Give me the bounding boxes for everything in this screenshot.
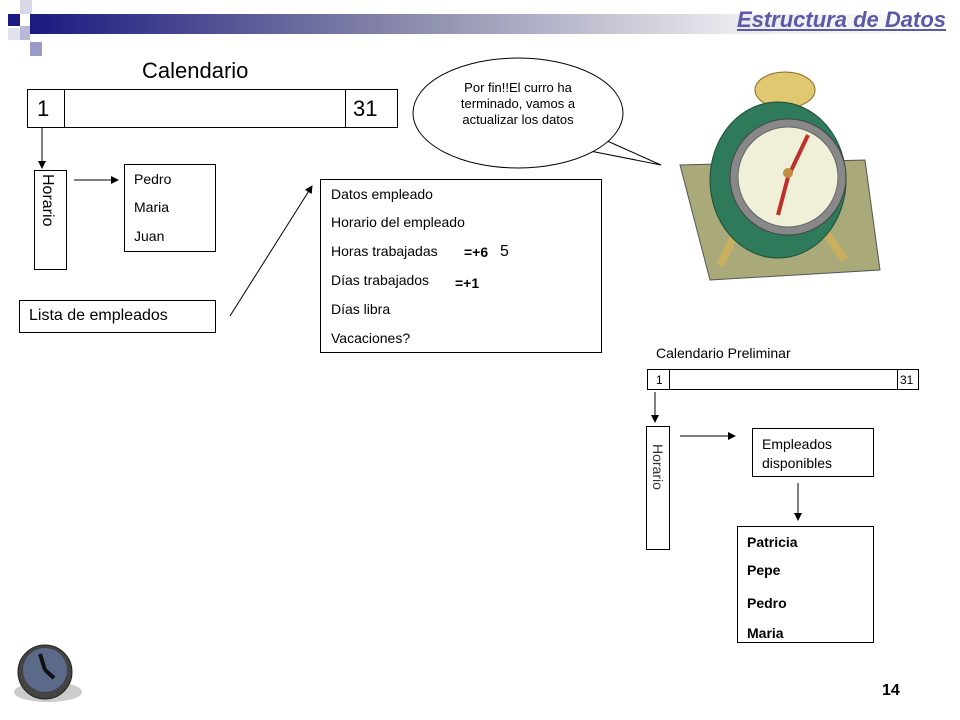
horario-box (34, 170, 67, 270)
datos-item: Días trabajados (331, 272, 430, 288)
names-box (124, 164, 216, 252)
arrow (229, 185, 313, 317)
page-title: Estructura de Datos (736, 7, 946, 32)
lista-empleados-label: Lista de empleados (29, 307, 168, 324)
preliminar-horario-label: Horario (650, 444, 666, 490)
header-square (8, 28, 20, 40)
name-item: Juan (134, 228, 165, 244)
dias-op: =+1 (455, 275, 480, 291)
speech-bubble (412, 57, 662, 169)
datos-box (320, 179, 602, 353)
horario-label: Horario (39, 174, 56, 227)
header-square (20, 26, 30, 40)
employee-item: Pedro (747, 595, 787, 611)
datos-item: Horario del empleado (331, 214, 465, 230)
employees-box (737, 526, 874, 643)
disponibles-label: Empleados disponibles (762, 436, 833, 471)
divider (897, 369, 898, 390)
preliminar-horario-box (646, 426, 670, 550)
employee-item: Patricia (747, 534, 798, 550)
horas-overlap: 5 (500, 243, 509, 260)
calendar-end: 31 (353, 96, 378, 121)
clock-icon[interactable] (12, 642, 84, 704)
header-square (30, 42, 42, 56)
employee-item: Maria (747, 625, 784, 641)
divider (64, 89, 65, 128)
page-number: 14 (882, 682, 900, 699)
datos-item: Datos empleado (331, 186, 433, 202)
bubble-text: Por fin!!El curro ha terminado, vamos a … (460, 80, 576, 127)
header-square (20, 0, 32, 14)
preliminar-end: 31 (900, 373, 914, 387)
calendar-start: 1 (37, 96, 50, 121)
disponibles-box (752, 428, 874, 477)
horas-op: =+6 (464, 244, 489, 260)
datos-item: Vacaciones? (331, 330, 411, 346)
lista-empleados-box (19, 300, 216, 333)
preliminar-title: Calendario Preliminar (656, 345, 791, 361)
employee-item: Pepe (747, 562, 781, 578)
alarm-clock-illustration (679, 71, 881, 281)
header-gradient-bar (30, 14, 960, 34)
divider (345, 89, 346, 128)
divider (669, 369, 670, 390)
preliminar-start: 1 (656, 373, 663, 387)
calendar-title: Calendario (142, 58, 249, 83)
header-square (8, 14, 20, 26)
preliminar-bar (647, 369, 919, 390)
calendar-bar (27, 89, 398, 128)
name-item: Maria (134, 199, 170, 215)
datos-item: Horas trabajadas (331, 243, 438, 259)
datos-item: Días libra (331, 301, 391, 317)
name-item: Pedro (134, 171, 172, 187)
